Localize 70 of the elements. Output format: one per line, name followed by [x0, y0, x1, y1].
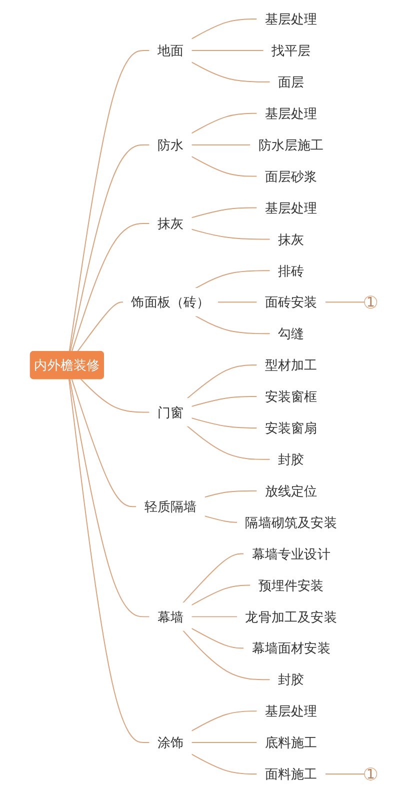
node-text: 面层: [277, 74, 304, 90]
node-circle: 1: [364, 296, 377, 309]
connector: [186, 426, 270, 460]
node-text: 勾缝: [277, 326, 304, 342]
node-text: 面料施工: [264, 766, 317, 782]
node-text: 放线定位: [264, 483, 317, 499]
node-text: 基层处理: [264, 200, 317, 216]
connector: [80, 378, 150, 413]
node-text: 幕墙面材安装: [251, 640, 330, 656]
connector: [194, 315, 270, 334]
connector: [190, 628, 244, 649]
connector: [190, 710, 257, 732]
node-text: 底料施工: [264, 734, 317, 750]
node-text: 幕墙专业设计: [251, 546, 330, 562]
node-text: 型材加工: [264, 357, 317, 373]
node-text: 幕墙: [156, 608, 184, 625]
connector: [190, 156, 257, 177]
node-text: 地面: [156, 42, 184, 58]
connector: [190, 616, 238, 618]
node-text: 隔墙砌筑及安装: [244, 514, 336, 530]
connector: [186, 364, 257, 399]
node-text: 面砖安装: [264, 294, 317, 310]
connector: [182, 553, 244, 604]
node-text: 基层处理: [264, 703, 317, 719]
node-text: 抹灰: [277, 231, 304, 248]
node-text: 面层砂浆: [264, 168, 317, 184]
connector: [324, 773, 364, 774]
connector: [190, 207, 257, 218]
connector: [204, 490, 257, 498]
connector: [68, 378, 150, 744]
connector: [182, 630, 270, 680]
node-text: 封胶: [277, 452, 304, 468]
node-text: 轻质隔墙: [144, 498, 196, 514]
node-text: 防水层施工: [258, 136, 324, 153]
node-text: 安装窗框: [264, 388, 317, 404]
connector: [190, 144, 250, 146]
connector: [70, 378, 136, 508]
node-text: 防水: [156, 136, 184, 153]
connector: [204, 516, 238, 523]
node-text: 涂饰: [156, 734, 184, 750]
node-text: 龙骨加工及安装: [244, 608, 336, 625]
node-text: 门窗: [156, 404, 184, 420]
node-text: 封胶: [277, 672, 304, 688]
node-text: 预埋件安装: [258, 577, 324, 594]
connector: [190, 112, 257, 134]
connector: [194, 270, 270, 289]
connector: [190, 62, 270, 82]
node-text: 基层处理: [264, 11, 317, 27]
node-text: 抹灰: [156, 216, 184, 232]
connector: [190, 228, 270, 240]
connector: [190, 18, 257, 40]
node-text: 排砖: [277, 262, 304, 279]
connector: [68, 378, 150, 618]
node-text: 找平层: [270, 42, 310, 58]
connector: [190, 396, 257, 407]
connector: [190, 742, 257, 744]
connector: [190, 418, 257, 428]
connector: [76, 302, 124, 352]
connector: [190, 50, 264, 51]
connector: [69, 144, 150, 352]
connector: [190, 754, 257, 774]
node-text: 安装窗扇: [264, 420, 317, 436]
connector: [70, 222, 150, 352]
connector: [190, 584, 250, 606]
connector: [324, 302, 364, 303]
node-text: 饰面板（砖）: [130, 294, 210, 310]
connector: [68, 50, 150, 352]
node-text: 基层处理: [264, 106, 317, 122]
connector: [216, 302, 257, 303]
node-circle: 1: [364, 768, 377, 780]
